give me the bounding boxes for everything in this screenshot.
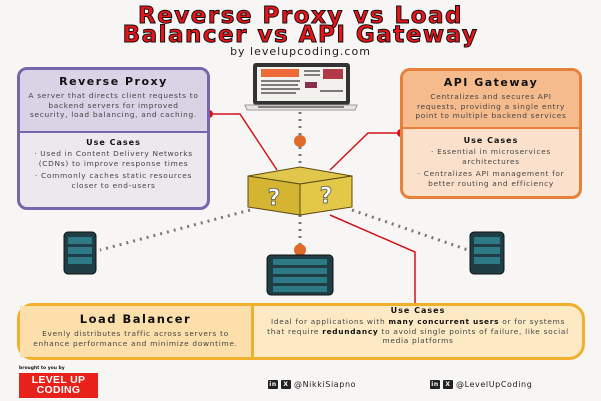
reverse-proxy-heading: Reverse Proxy bbox=[59, 75, 168, 88]
question-cube-icon: ? ? bbox=[247, 166, 353, 216]
use-case-item: · Centralizes API management for better … bbox=[417, 169, 565, 188]
orange-dot-top bbox=[294, 135, 306, 147]
load-balancer-use-case: Ideal for applications with many concurr… bbox=[267, 317, 569, 346]
social-levelupcoding[interactable]: in X @LevelUpCoding bbox=[430, 380, 532, 389]
title-line-2: Balancer vs API Gateway bbox=[122, 22, 479, 48]
level-up-coding-logo: LEVEL UP CODING bbox=[19, 373, 98, 398]
load-balancer-heading: Load Balancer bbox=[79, 312, 192, 326]
load-balancer-card: Load Balancer Evenly distributes traffic… bbox=[17, 303, 585, 360]
dotted-left-link bbox=[99, 208, 251, 252]
api-gateway-heading: API Gateway bbox=[443, 76, 539, 89]
use-case-item: · Commonly caches static resources close… bbox=[34, 171, 193, 190]
x-icon: X bbox=[281, 380, 291, 389]
x-icon: X bbox=[443, 380, 453, 389]
reverse-proxy-description: A server that directs client requests to… bbox=[28, 91, 199, 120]
api-gateway-description: Centralizes and secures API requests, pr… bbox=[415, 92, 567, 121]
api-gateway-card: API Gateway Centralizes and secures API … bbox=[400, 68, 582, 199]
subtitle: by levelupcoding.com bbox=[230, 45, 371, 58]
title-line-1: Reverse Proxy vs Load bbox=[137, 3, 463, 29]
reverse-proxy-card: Reverse Proxy A server that directs clie… bbox=[17, 67, 210, 210]
social-nikki[interactable]: in X @NikkiSiapno bbox=[268, 380, 356, 389]
use-case-item: · Used in Content Delivery Networks (CDN… bbox=[34, 149, 193, 168]
linkedin-icon: in bbox=[430, 380, 440, 389]
load-balancer-description: Evenly distributes traffic across server… bbox=[33, 329, 238, 348]
brought-to-you-by: brought to you by bbox=[19, 366, 65, 371]
linkedin-icon: in bbox=[268, 380, 278, 389]
dotted-right-link bbox=[351, 208, 469, 252]
svg-text:?: ? bbox=[268, 186, 281, 211]
orange-dot-bottom bbox=[294, 244, 306, 256]
red-link-lb bbox=[329, 214, 416, 308]
laptop-icon bbox=[244, 63, 358, 111]
use-case-item: · Essential in microservices architectur… bbox=[431, 147, 551, 166]
svg-text:?: ? bbox=[320, 184, 333, 209]
red-link-api bbox=[329, 132, 400, 171]
server-icon-bottom bbox=[266, 254, 334, 296]
use-cases-heading: Use Cases bbox=[390, 306, 446, 315]
red-link-proxy bbox=[210, 113, 278, 171]
use-cases-heading: Use Cases bbox=[86, 138, 141, 147]
handle-levelupcoding: @LevelUpCoding bbox=[456, 380, 533, 389]
use-cases-heading: Use Cases bbox=[463, 136, 519, 145]
server-icon-left bbox=[63, 231, 97, 275]
handle-nikki: @NikkiSiapno bbox=[294, 380, 357, 389]
server-icon-right bbox=[469, 231, 505, 275]
